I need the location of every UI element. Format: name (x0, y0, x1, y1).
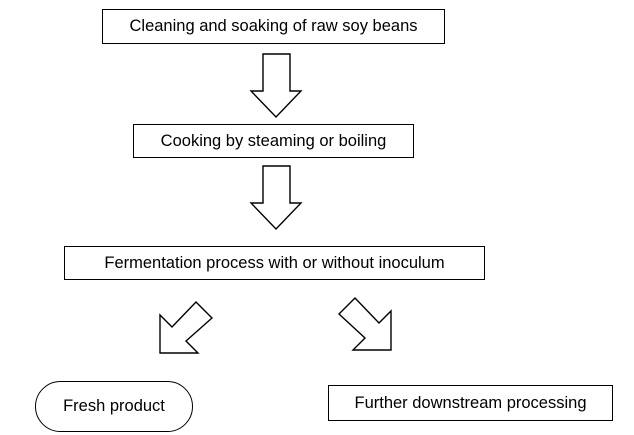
output-label: Further downstream processing (354, 393, 587, 412)
step-fermentation-box: Fermentation process with or without ino… (64, 246, 485, 280)
step-label: Fermentation process with or without ino… (104, 253, 445, 272)
down-right-arrow-icon (337, 296, 392, 351)
step-label: Cooking by steaming or boiling (160, 131, 387, 150)
down-arrow-icon (249, 53, 303, 119)
step-label: Cleaning and soaking of raw soy beans (129, 17, 418, 36)
down-left-arrow-icon (159, 300, 214, 354)
output-label: Fresh product (63, 397, 165, 416)
step-cleaning-soaking-box: Cleaning and soaking of raw soy beans (102, 9, 445, 44)
output-downstream-processing-box: Further downstream processing (328, 385, 613, 421)
step-cooking-box: Cooking by steaming or boiling (133, 124, 414, 158)
down-arrow-icon (249, 165, 303, 231)
output-fresh-product-box: Fresh product (35, 381, 193, 432)
